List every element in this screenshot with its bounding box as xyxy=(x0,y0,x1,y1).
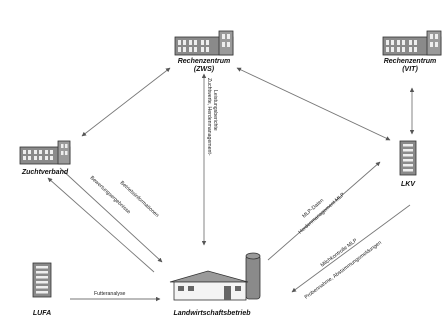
edge-label-zuchtverband-1: Betriebsinformationen xyxy=(119,180,160,219)
node-label-zws-name: Rechenzentrum xyxy=(178,58,231,65)
node-label-vit-abbr: (VIT) xyxy=(402,66,418,73)
node-label-zws-abbr: (ZWS) xyxy=(194,66,215,73)
building-icon xyxy=(174,30,234,56)
node-label-lufa: LUFA xyxy=(33,310,51,317)
node-label-lkv: LKV xyxy=(401,181,416,188)
arrow-lkv-betrieb-b xyxy=(291,204,411,293)
node-rechenzentrum-zws: Rechenzentrum (ZWS) xyxy=(174,30,234,73)
node-lkv: LKV xyxy=(399,140,417,188)
arrow-zuchtverband-betrieb-a xyxy=(59,167,163,263)
node-lufa: LUFA xyxy=(32,262,52,317)
office-tower-icon xyxy=(32,262,52,298)
building-icon xyxy=(382,30,442,56)
connection-lines xyxy=(47,67,415,302)
office-tower-icon xyxy=(399,140,417,176)
node-label-betrieb: Landwirtschaftsbetrieb xyxy=(173,310,251,317)
farm-icon xyxy=(169,252,261,301)
silo-icon xyxy=(245,254,261,300)
arrow-zws-lkv xyxy=(236,67,391,141)
edge-labels: Zuchtwerte, Herdenmanagement- Leistungsb… xyxy=(89,78,383,301)
arrow-zuchtverband-zws xyxy=(81,67,171,137)
arrow-zuchtverband-betrieb-b xyxy=(47,177,155,273)
arrow-lkv-betrieb-a xyxy=(267,161,381,261)
edge-label-zws-down-1: Zuchtwerte, Herdenmanagement- xyxy=(206,78,212,156)
building-icon xyxy=(19,140,71,165)
edge-label-lufa: Futteranalyse xyxy=(94,291,126,297)
node-zuchtverband: Zuchtverband xyxy=(19,140,71,176)
node-label-zuchtverband: Zuchtverband xyxy=(21,169,69,176)
edge-label-zws-down-2: Leistungsberichte xyxy=(212,90,218,131)
node-label-vit-name: Rechenzentrum xyxy=(384,58,437,65)
barn-icon xyxy=(169,270,249,283)
node-landwirtschaftsbetrieb: Landwirtschaftsbetrieb xyxy=(169,252,261,317)
node-rechenzentrum-vit: Rechenzentrum (VIT) xyxy=(382,30,442,73)
